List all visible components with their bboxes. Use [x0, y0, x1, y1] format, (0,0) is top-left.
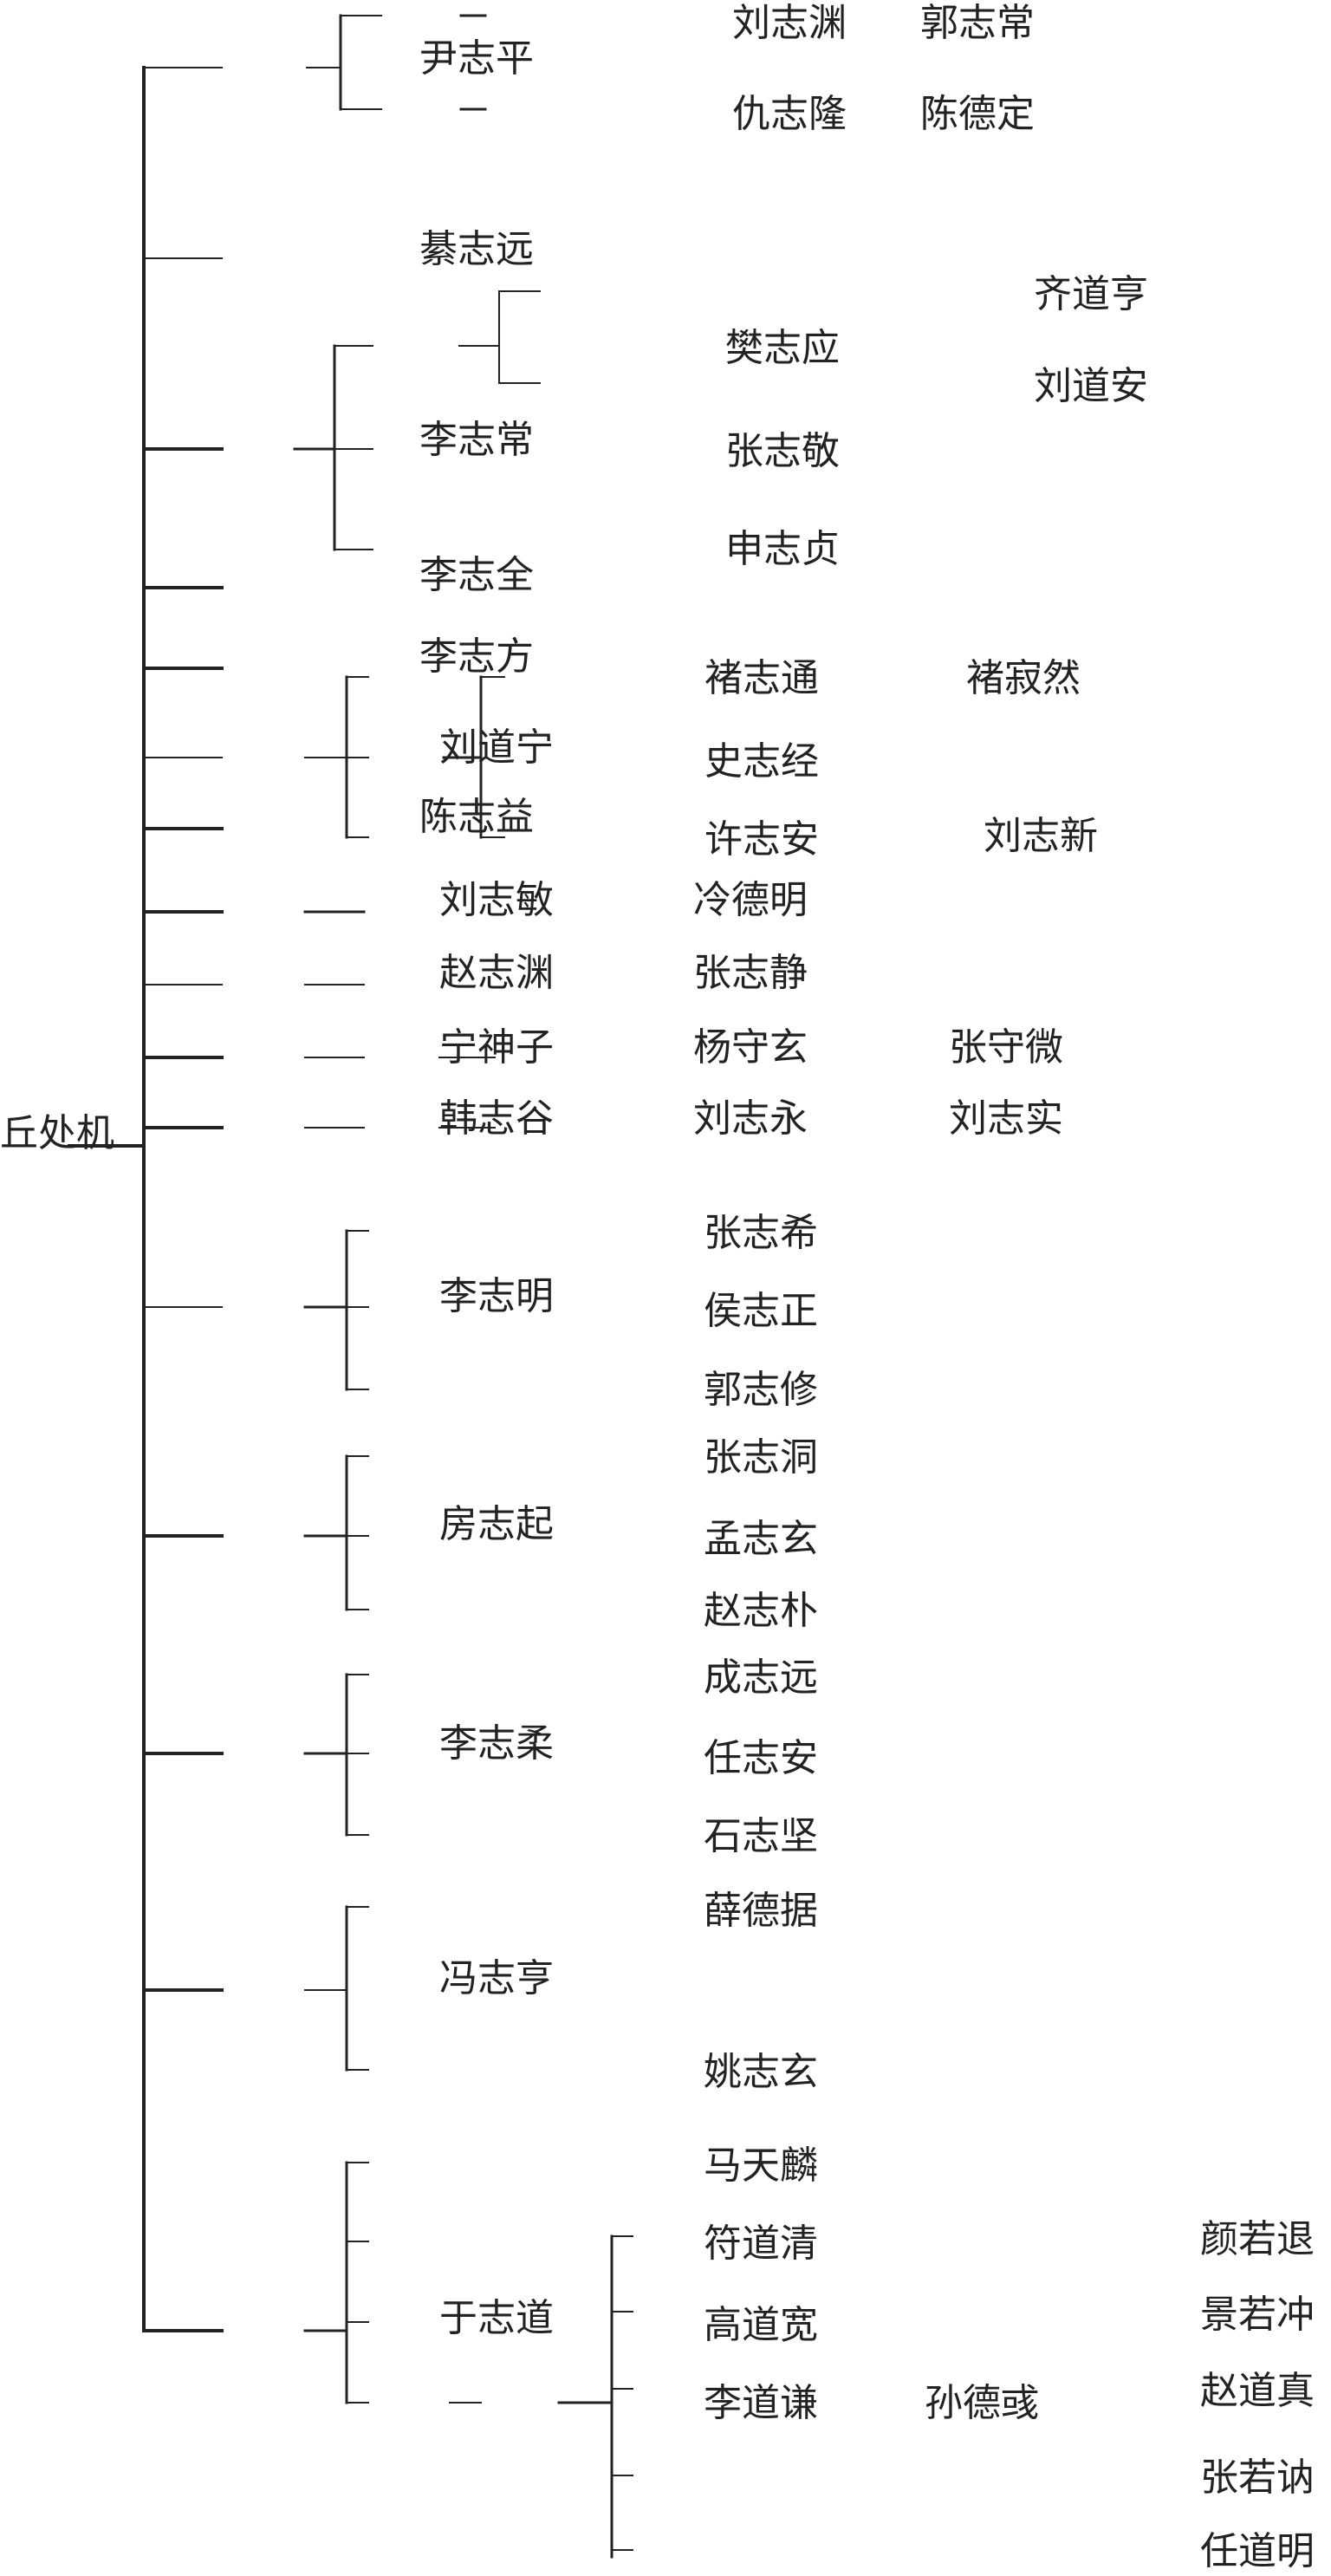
node-l3: 陈德定: [920, 92, 1035, 136]
node-l4: 赵道真: [1200, 2369, 1315, 2413]
node-l2: 马天麟: [704, 2143, 818, 2188]
node-l2: 孟志玄: [704, 1517, 818, 1561]
node-l2: 成志远: [704, 1656, 818, 1700]
node-l1: 李志明: [439, 1274, 554, 1318]
node-l1: 赵志渊: [439, 951, 554, 995]
node-l2: 张志希: [704, 1211, 818, 1255]
node-l3: 刘志实: [949, 1096, 1063, 1141]
node-l1: 冯志亨: [439, 1956, 554, 2000]
node-l3: 刘道安: [1034, 364, 1148, 408]
node-l2: 石志坚: [704, 1814, 818, 1858]
node-l1: 韩志谷: [439, 1096, 554, 1141]
connector-lines: [68, 14, 633, 2559]
node-l2: 许志安: [704, 817, 819, 862]
node-l2: 薛德据: [704, 1889, 818, 1933]
node-l2: 刘志渊: [732, 1, 847, 45]
node-l2: 姚志玄: [704, 2050, 818, 2094]
node-l2: 杨守玄: [693, 1025, 808, 1070]
node-l2: 张志敬: [725, 429, 840, 473]
node-l2: 符道清: [704, 2221, 818, 2266]
node-l3: 齐道亨: [1034, 272, 1148, 316]
node-l2: 申志贞: [725, 527, 840, 571]
node-l1: 李志柔: [439, 1721, 554, 1766]
node-l1: 綦志远: [419, 227, 534, 271]
node-l1: 房志起: [439, 1502, 554, 1546]
node-l3: 褚寂然: [966, 656, 1081, 700]
node-l1: 李志方: [419, 634, 534, 679]
root-node: 丘处机: [0, 1111, 114, 1155]
node-l3: 张守微: [949, 1025, 1063, 1070]
node-l1: 李志全: [419, 553, 534, 597]
node-l1: 李志常: [419, 418, 534, 462]
node-l2: 任志安: [704, 1736, 818, 1780]
node-l4: 任道明: [1200, 2529, 1315, 2573]
node-l2: 仇志隆: [732, 92, 847, 136]
node-l4: 景若冲: [1200, 2293, 1315, 2337]
node-l1: 陈志益: [419, 795, 534, 839]
node-l2: 赵志朴: [704, 1589, 818, 1633]
node-l2: 史志经: [704, 739, 819, 784]
node-l4: 颜若退: [1200, 2217, 1315, 2261]
node-l2: 冷德明: [693, 878, 808, 922]
node-l2: 高道宽: [704, 2303, 818, 2347]
node-l2: 李道谦: [704, 2381, 818, 2425]
node-l1: 尹志平: [419, 36, 534, 81]
node-l1: 宁神子: [439, 1025, 554, 1070]
node-l2: 郭志修: [704, 1368, 818, 1412]
node-l1: 刘志敏: [439, 878, 554, 922]
node-l3: 郭志常: [920, 1, 1035, 45]
node-l2: 褚志通: [704, 656, 819, 700]
node-l1: 刘道宁: [439, 725, 554, 770]
node-l2: 侯志正: [704, 1289, 818, 1333]
node-l3: 刘志新: [984, 814, 1098, 858]
node-l2: 樊志应: [725, 326, 840, 370]
node-l3: 孙德彧: [925, 2381, 1039, 2425]
node-l2: 刘志永: [693, 1096, 808, 1141]
node-l4: 张若讷: [1200, 2456, 1315, 2500]
node-l1: 于志道: [439, 2296, 554, 2340]
node-l2: 张志静: [693, 951, 808, 995]
node-l2: 张志洞: [704, 1435, 818, 1480]
